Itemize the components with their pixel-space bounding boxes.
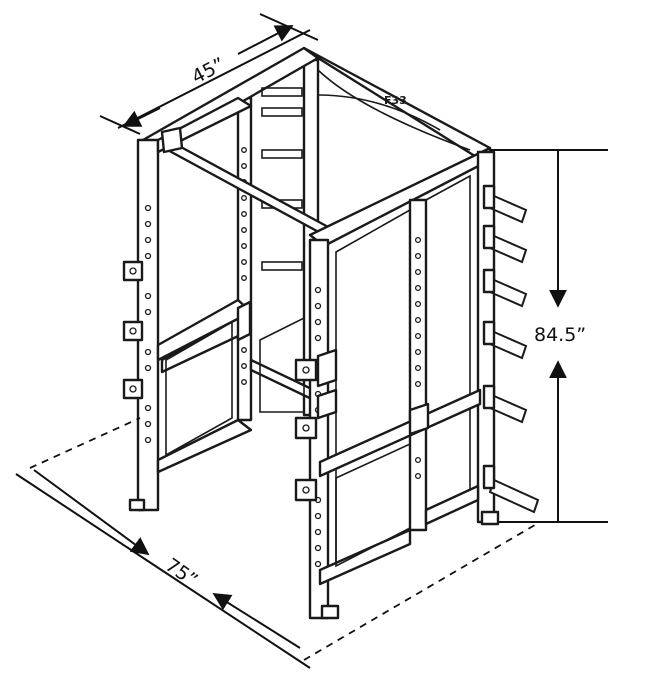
back-left-upright-holes — [241, 147, 247, 385]
width-label: 45” — [188, 53, 228, 88]
front-inner-holes — [414, 236, 422, 480]
rack-left-side — [122, 96, 253, 512]
arrow-icon — [33, 469, 150, 556]
horn-5 — [482, 384, 528, 424]
arrow-icon — [212, 593, 301, 649]
rack-back-frame — [141, 46, 492, 422]
rack-front-frame: F33 — [294, 94, 500, 620]
height-label: 84.5” — [534, 324, 586, 346]
horn-2 — [482, 224, 528, 264]
horn-4 — [482, 320, 528, 360]
depth-dimension: 75” — [15, 417, 541, 669]
depth-label: 75” — [161, 554, 201, 592]
front-left-upright-holes — [314, 286, 322, 568]
horn-1 — [482, 184, 528, 224]
brand-logo: F33 — [384, 94, 407, 107]
weight-plate-horns — [482, 184, 540, 514]
arrow-icon — [237, 25, 294, 55]
horn-6 — [482, 464, 540, 514]
horn-3 — [482, 268, 528, 308]
height-dimension: 84.5” — [490, 149, 608, 523]
left-upright-holes — [144, 204, 152, 444]
arrow-icon — [122, 107, 161, 127]
